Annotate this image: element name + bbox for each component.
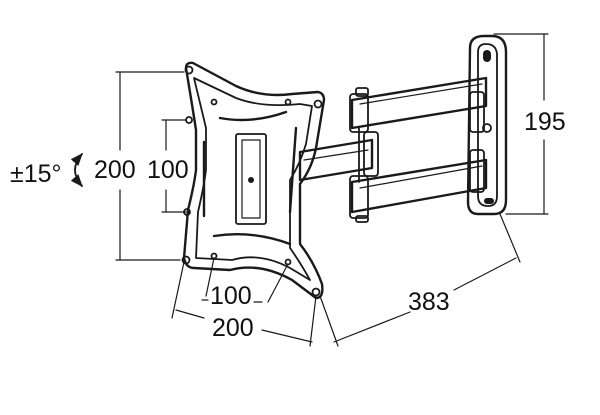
- vesa-tv-plate: [181, 61, 326, 300]
- vesa-slot-bottom: [212, 233, 292, 246]
- width-inner-label: 100: [210, 282, 252, 310]
- dimension-height-inner: [161, 119, 187, 213]
- vesa-hole-tr: [313, 99, 323, 109]
- center-hinge: [298, 127, 379, 183]
- wall-plate-slot-top: [483, 50, 491, 62]
- lower-arm: [349, 149, 488, 223]
- vesa-slot-right: [288, 126, 298, 214]
- vesa-hole-br: [311, 287, 321, 297]
- arm-extension-label: 383: [408, 288, 450, 316]
- vesa-slot-top: [218, 110, 288, 122]
- height-inner-label: 100: [147, 156, 189, 184]
- wall-plate-height-label: 195: [524, 108, 566, 136]
- curved-double-arrow-icon: [70, 153, 83, 187]
- height-outer-label: 200: [94, 156, 136, 184]
- wall-plate-slot-bottom: [484, 198, 494, 204]
- wall-plate-hole: [482, 123, 492, 133]
- width-outer-label: 200: [212, 314, 254, 342]
- tilt-label: ±15°: [10, 160, 62, 188]
- dimension-wall-plate-height: [493, 33, 549, 215]
- dimension-height-outer: [115, 71, 185, 261]
- dimension-width-inner: [201, 257, 289, 303]
- upper-arm: [349, 76, 488, 133]
- vesa-hole-tl: [184, 65, 194, 75]
- vesa-hole-bl: [181, 255, 191, 265]
- dimension-width-outer: [171, 261, 317, 347]
- wall-plate: [466, 34, 508, 216]
- dimension-arm-extension: [319, 213, 521, 347]
